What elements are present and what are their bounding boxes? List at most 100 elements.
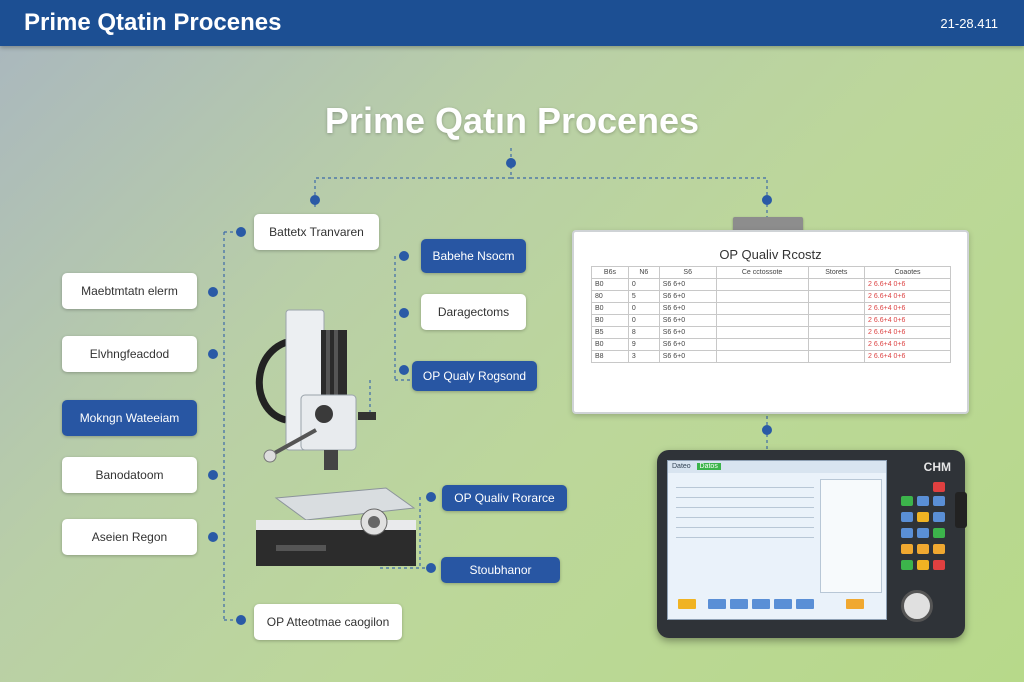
connector-dot xyxy=(426,492,436,502)
report-cell xyxy=(715,290,809,303)
report-cell: B5 xyxy=(591,326,629,339)
report-title: OP Qualiv Rcostz xyxy=(719,247,822,262)
tablet-screen: Dateo Datos xyxy=(667,460,887,620)
header-bar: Prime Qtatin Procenes 21-28.411 xyxy=(0,0,1024,46)
screen-button[interactable] xyxy=(708,599,726,609)
keypad-key[interactable] xyxy=(933,544,945,554)
report-cell: B0 xyxy=(591,302,629,315)
keypad-key[interactable] xyxy=(917,528,929,538)
keypad-key[interactable] xyxy=(917,512,929,522)
connector-dot xyxy=(310,195,320,205)
connector-dot xyxy=(399,251,409,261)
keypad-key[interactable] xyxy=(901,560,913,570)
side-knob[interactable] xyxy=(955,492,967,528)
report-cell xyxy=(807,302,866,315)
report-cell xyxy=(807,326,866,339)
keypad-key[interactable] xyxy=(917,560,929,570)
report-cell: 2 6.6+4 0+6 xyxy=(864,302,951,315)
left-node-3: Mokngn Wateeiam xyxy=(62,400,197,436)
report-cell xyxy=(715,302,809,315)
screen-grid-line xyxy=(676,537,814,538)
report-cell: 0 xyxy=(627,314,660,327)
keypad-key[interactable] xyxy=(917,496,929,506)
keypad-key[interactable] xyxy=(933,512,945,522)
keypad-key[interactable] xyxy=(933,482,945,492)
rotary-knob[interactable] xyxy=(901,590,933,622)
header-code: 21-28.411 xyxy=(940,16,998,31)
control-tablet: Dateo Datos CHM xyxy=(657,450,967,638)
report-cell: S6 6+0 xyxy=(658,302,717,315)
screen-grid-line xyxy=(676,507,814,508)
report-cell: 2 6.6+4 0+6 xyxy=(864,350,951,363)
report-cell: B0 xyxy=(591,278,629,291)
right-node-5: Stoubhanor xyxy=(441,557,560,583)
report-cell: 2 6.6+4 0+6 xyxy=(864,278,951,291)
screen-grid-line xyxy=(676,497,814,498)
keypad-key[interactable] xyxy=(901,528,913,538)
left-node-1: Maebtmtatn elerm xyxy=(62,273,197,309)
report-col-header: Coaotes xyxy=(864,266,951,279)
right-node-3: OP Qualy Rogsond xyxy=(412,361,537,391)
keypad-key[interactable] xyxy=(933,496,945,506)
report-cell xyxy=(715,338,809,351)
report-cell xyxy=(807,350,866,363)
report-cell xyxy=(715,278,809,291)
tablet-brand: CHM xyxy=(923,460,951,474)
screen-button[interactable] xyxy=(774,599,792,609)
report-cell: 80 xyxy=(591,290,629,303)
right-node-4: OP Qualiv Rorarce xyxy=(442,485,567,511)
report-cell: 0 xyxy=(627,278,660,291)
right-node-1: Babehe Nsocm xyxy=(421,239,526,273)
report-cell: S6 6+0 xyxy=(658,290,717,303)
report-cell xyxy=(715,326,809,339)
connector-dot xyxy=(762,425,772,435)
keypad-key[interactable] xyxy=(933,528,945,538)
screen-side-panel xyxy=(820,479,882,593)
screen-grid-line xyxy=(676,487,814,488)
report-cell: B0 xyxy=(591,338,629,351)
screen-grid-line xyxy=(676,517,814,518)
screen-button[interactable] xyxy=(678,599,696,609)
report-cell xyxy=(715,350,809,363)
report-cell xyxy=(807,278,866,291)
tablet-tab[interactable]: Datos xyxy=(696,463,721,470)
connector-dot xyxy=(506,158,516,168)
connector-dot xyxy=(399,308,409,318)
connector-dot xyxy=(208,287,218,297)
tablet-tabbar: Dateo Datos xyxy=(668,461,886,473)
left-node-2: Elvhngfeacdod xyxy=(62,336,197,372)
right-node-2: Daragectoms xyxy=(421,294,526,330)
connector-dot xyxy=(762,195,772,205)
report-cell: S6 6+0 xyxy=(658,314,717,327)
report-cell: 2 6.6+4 0+6 xyxy=(864,338,951,351)
keypad-key[interactable] xyxy=(901,496,913,506)
report-cell: 2 6.6+4 0+6 xyxy=(864,290,951,303)
tablet-tab[interactable]: Dateo xyxy=(672,463,691,470)
report-cell: 9 xyxy=(627,338,660,351)
report-col-header: Storets xyxy=(807,266,866,279)
screen-button[interactable] xyxy=(752,599,770,609)
connector-dot xyxy=(208,470,218,480)
connector-dot xyxy=(208,349,218,359)
connector-dot xyxy=(208,532,218,542)
report-cell xyxy=(807,290,866,303)
report-cell: 2 6.6+4 0+6 xyxy=(864,314,951,327)
screen-button[interactable] xyxy=(796,599,814,609)
report-cell: B0 xyxy=(591,314,629,327)
keypad-key[interactable] xyxy=(901,512,913,522)
report-cell xyxy=(807,314,866,327)
report-table: B6s N6 S6 Ce cctossote Storets Coaotes B… xyxy=(591,266,951,363)
screen-button[interactable] xyxy=(846,599,864,609)
keypad-key[interactable] xyxy=(917,544,929,554)
connector-dot xyxy=(236,615,246,625)
keypad-key[interactable] xyxy=(901,544,913,554)
screen-grid-line xyxy=(676,527,814,528)
report-cell xyxy=(807,338,866,351)
screen-button[interactable] xyxy=(730,599,748,609)
keypad-key[interactable] xyxy=(933,560,945,570)
report-col-header: N6 xyxy=(627,266,660,279)
